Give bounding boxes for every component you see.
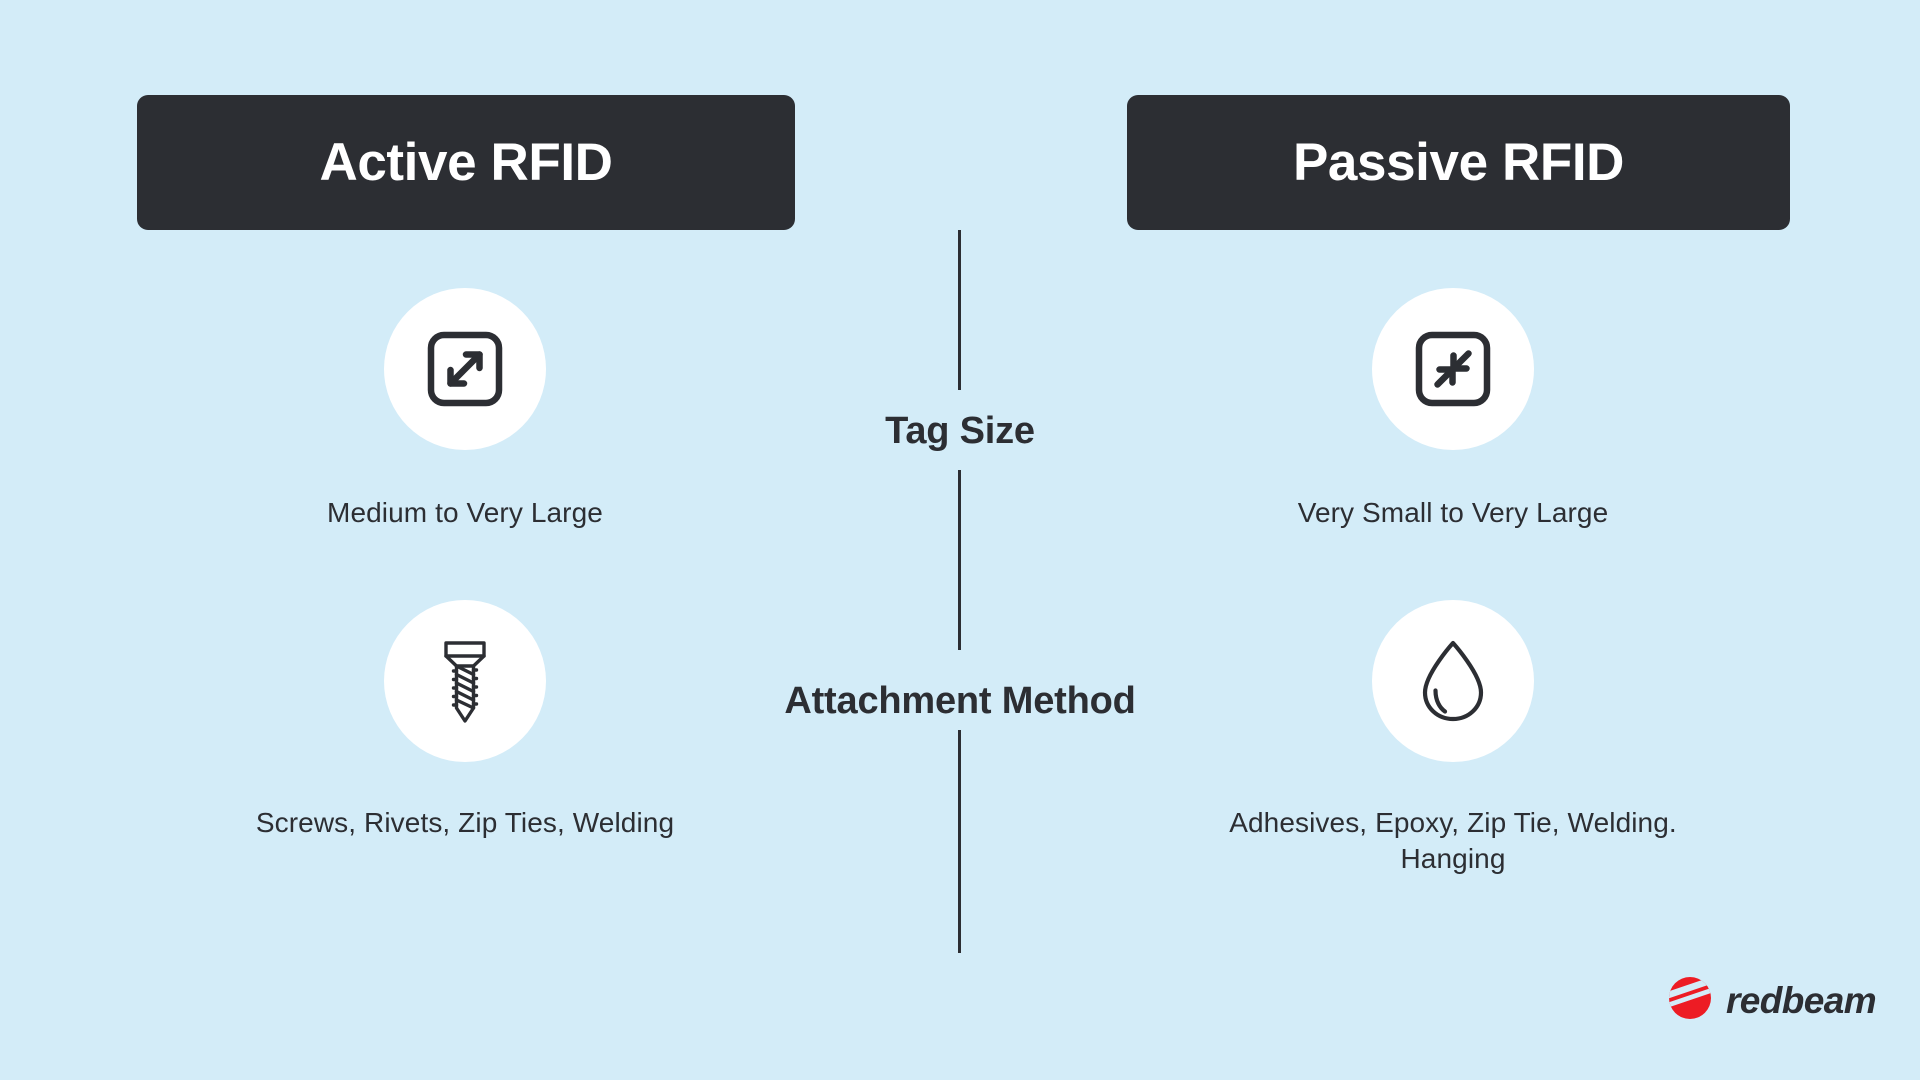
icon-badge-active-tag-size — [384, 288, 546, 450]
value-passive-tag-size-text: Very Small to Very Large — [1297, 497, 1609, 528]
icon-badge-active-attachment — [384, 600, 546, 762]
column-header-active-rfid-label: Active RFID — [319, 133, 613, 192]
column-header-active-rfid: Active RFID — [137, 95, 795, 230]
value-active-attachment-text: Screws, Rivets, Zip Ties, Welding — [255, 807, 675, 838]
center-divider-segment-middle — [958, 470, 961, 650]
compress-arrows-icon — [1409, 325, 1497, 413]
water-droplet-icon — [1407, 635, 1499, 727]
value-passive-tag-size: Very Small to Very Large — [1173, 495, 1733, 531]
value-active-tag-size-text: Medium to Very Large — [327, 497, 603, 528]
column-header-passive-rfid-label: Passive RFID — [1292, 133, 1625, 192]
icon-badge-passive-tag-size — [1372, 288, 1534, 450]
row-label-tag-size: Tag Size — [0, 412, 1920, 450]
center-divider-segment-bottom — [958, 730, 961, 953]
expand-arrows-icon — [421, 325, 509, 413]
row-label-tag-size-text: Tag Size — [885, 410, 1035, 452]
column-header-passive-rfid: Passive RFID — [1127, 95, 1790, 230]
row-label-attachment-method-text: Attachment Method — [784, 680, 1136, 722]
value-active-tag-size: Medium to Very Large — [185, 495, 745, 531]
value-passive-attachment-text: Adhesives, Epoxy, Zip Tie, Welding. Hang… — [1229, 807, 1677, 874]
screw-icon — [417, 633, 513, 729]
brand-wordmark: redbeam — [1726, 980, 1877, 1021]
row-label-attachment-method: Attachment Method — [0, 682, 1920, 720]
value-passive-attachment: Adhesives, Epoxy, Zip Tie, Welding. Hang… — [1193, 805, 1713, 877]
center-divider-segment-top — [958, 230, 961, 390]
redbeam-logo-icon — [1667, 975, 1713, 1026]
icon-badge-passive-attachment — [1372, 600, 1534, 762]
value-active-attachment: Screws, Rivets, Zip Ties, Welding — [185, 805, 745, 841]
brand-logo: redbeam — [1667, 975, 1877, 1026]
